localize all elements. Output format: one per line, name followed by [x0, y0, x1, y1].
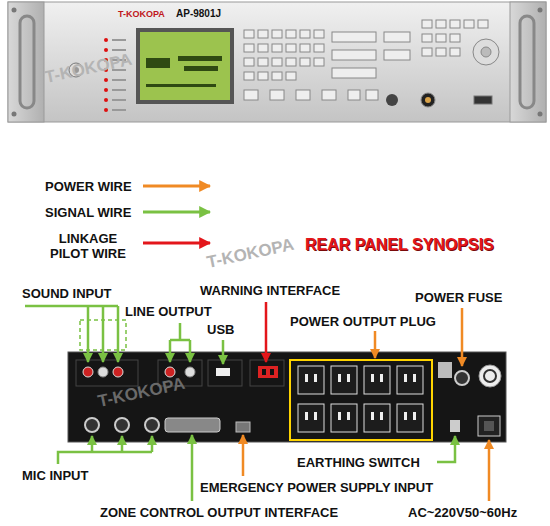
part-label: MIC INPUT	[22, 468, 88, 483]
panel-title: REAR PANEL SYNOPSIS	[305, 236, 494, 254]
part-label: LINE OUTPUT	[125, 304, 212, 319]
part-label: WARNING INTERFACE	[200, 283, 340, 298]
rear-panel	[68, 352, 506, 442]
part-label: POWER FUSE	[415, 290, 502, 305]
legend-text: SIGNAL WIRE	[45, 205, 131, 220]
part-label: SOUND INPUT	[22, 286, 112, 301]
part-label: EMERGENCY POWER SUPPLY INPUT	[200, 480, 433, 495]
part-label: EARTHING SWITCH	[297, 455, 420, 470]
legend-text: POWER WIRE	[45, 179, 132, 194]
part-label: AC~220V50~60Hz	[408, 505, 517, 520]
leader-arrows	[25, 302, 489, 501]
part-label: ZONE CONTROL OUTPUT INTERFACE	[100, 505, 338, 520]
brand-name: T-KOKOPA	[118, 9, 165, 19]
watermark: T-KOKOPA	[205, 235, 295, 272]
part-label: POWER OUTPUT PLUG	[290, 314, 436, 329]
model-number: AP-9801J	[176, 8, 221, 19]
part-label: USB	[207, 322, 234, 337]
legend-arrows	[143, 186, 210, 243]
front-panel	[8, 2, 546, 122]
legend-text: LINKAGE PILOT WIRE	[40, 231, 136, 261]
